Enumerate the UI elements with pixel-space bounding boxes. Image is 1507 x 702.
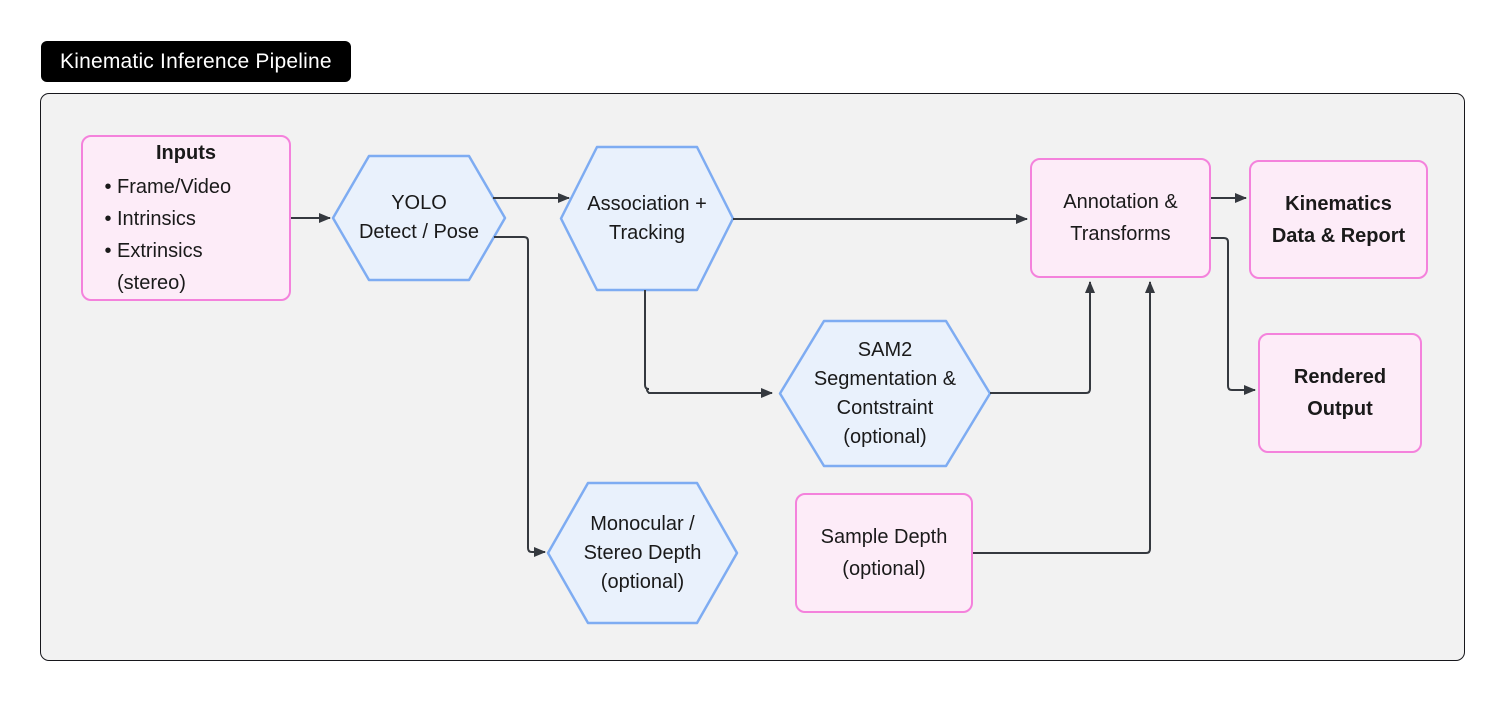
node-association-tracking: Association + Tracking — [587, 192, 707, 244]
inputs-title: Inputs — [156, 142, 216, 164]
node-monocular-stereo-depth: Monocular / Stereo Depth (optional) — [583, 512, 702, 593]
inputs-bullet-extrinsics: • Extrinsics (stereo) — [99, 235, 273, 299]
node-rendered-output: Rendered Output — [1258, 333, 1422, 453]
bullet-icon: • — [104, 240, 112, 262]
inputs-bullet-intrinsics: • Intrinsics — [99, 203, 273, 235]
inputs-bullet-frame-video: • Frame/Video — [99, 171, 273, 203]
node-kinematics-data-report: Kinematics Data & Report — [1249, 160, 1428, 279]
bullet-icon: • — [104, 208, 112, 230]
node-yolo-detect-pose: YOLO Detect / Pose — [358, 192, 480, 243]
bullet-icon: • — [104, 176, 112, 198]
node-inputs: Inputs • Frame/Video • Intrinsics • Extr… — [81, 135, 291, 301]
node-annotation-transforms: Annotation & Transforms — [1030, 158, 1211, 278]
node-sam2-segmentation: SAM2 Segmentation & Contstraint (optiona… — [813, 338, 957, 448]
node-sample-depth: Sample Depth (optional) — [795, 493, 973, 613]
diagram-title: Kinematic Inference Pipeline — [41, 41, 351, 82]
